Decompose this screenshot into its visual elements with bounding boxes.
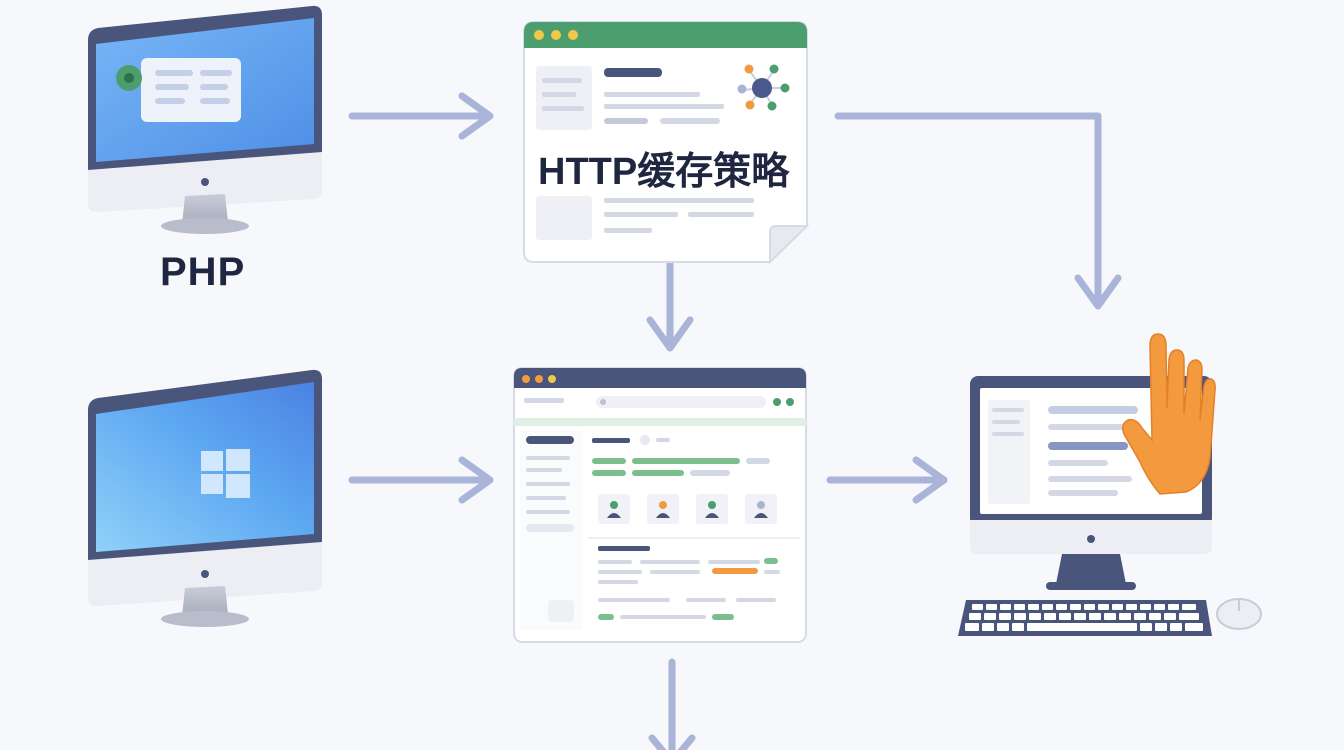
hand-pointer-icon [1121, 333, 1216, 495]
user-avatar-icon [647, 494, 679, 524]
user-cards [598, 494, 777, 524]
keyboard-icon [958, 600, 1212, 636]
browser-window-icon [513, 367, 807, 643]
http-document-icon [523, 21, 810, 265]
windows-logo-icon [201, 449, 250, 498]
arrow-browser-down [648, 658, 696, 750]
php-label: PHP [160, 250, 246, 294]
client-computer-icon [958, 333, 1262, 636]
arrow-http-to-client [834, 112, 1122, 310]
windows-monitor-icon [88, 369, 322, 627]
user-avatar-icon [745, 494, 777, 524]
user-avatar-icon [598, 494, 630, 524]
arrow-http-to-browser [646, 258, 694, 352]
arrow-php-to-http [348, 92, 494, 140]
network-nodes-icon [737, 64, 790, 111]
mouse-icon [1216, 598, 1262, 630]
php-monitor-icon [88, 5, 322, 234]
user-avatar-icon [696, 494, 728, 524]
arrow-browser-to-client [826, 456, 948, 504]
screen-card [116, 58, 241, 122]
connector-arrows [348, 92, 1122, 750]
http-cache-strategy-title: HTTP缓存策略 [538, 151, 790, 193]
arrow-windows-to-browser [348, 456, 494, 504]
